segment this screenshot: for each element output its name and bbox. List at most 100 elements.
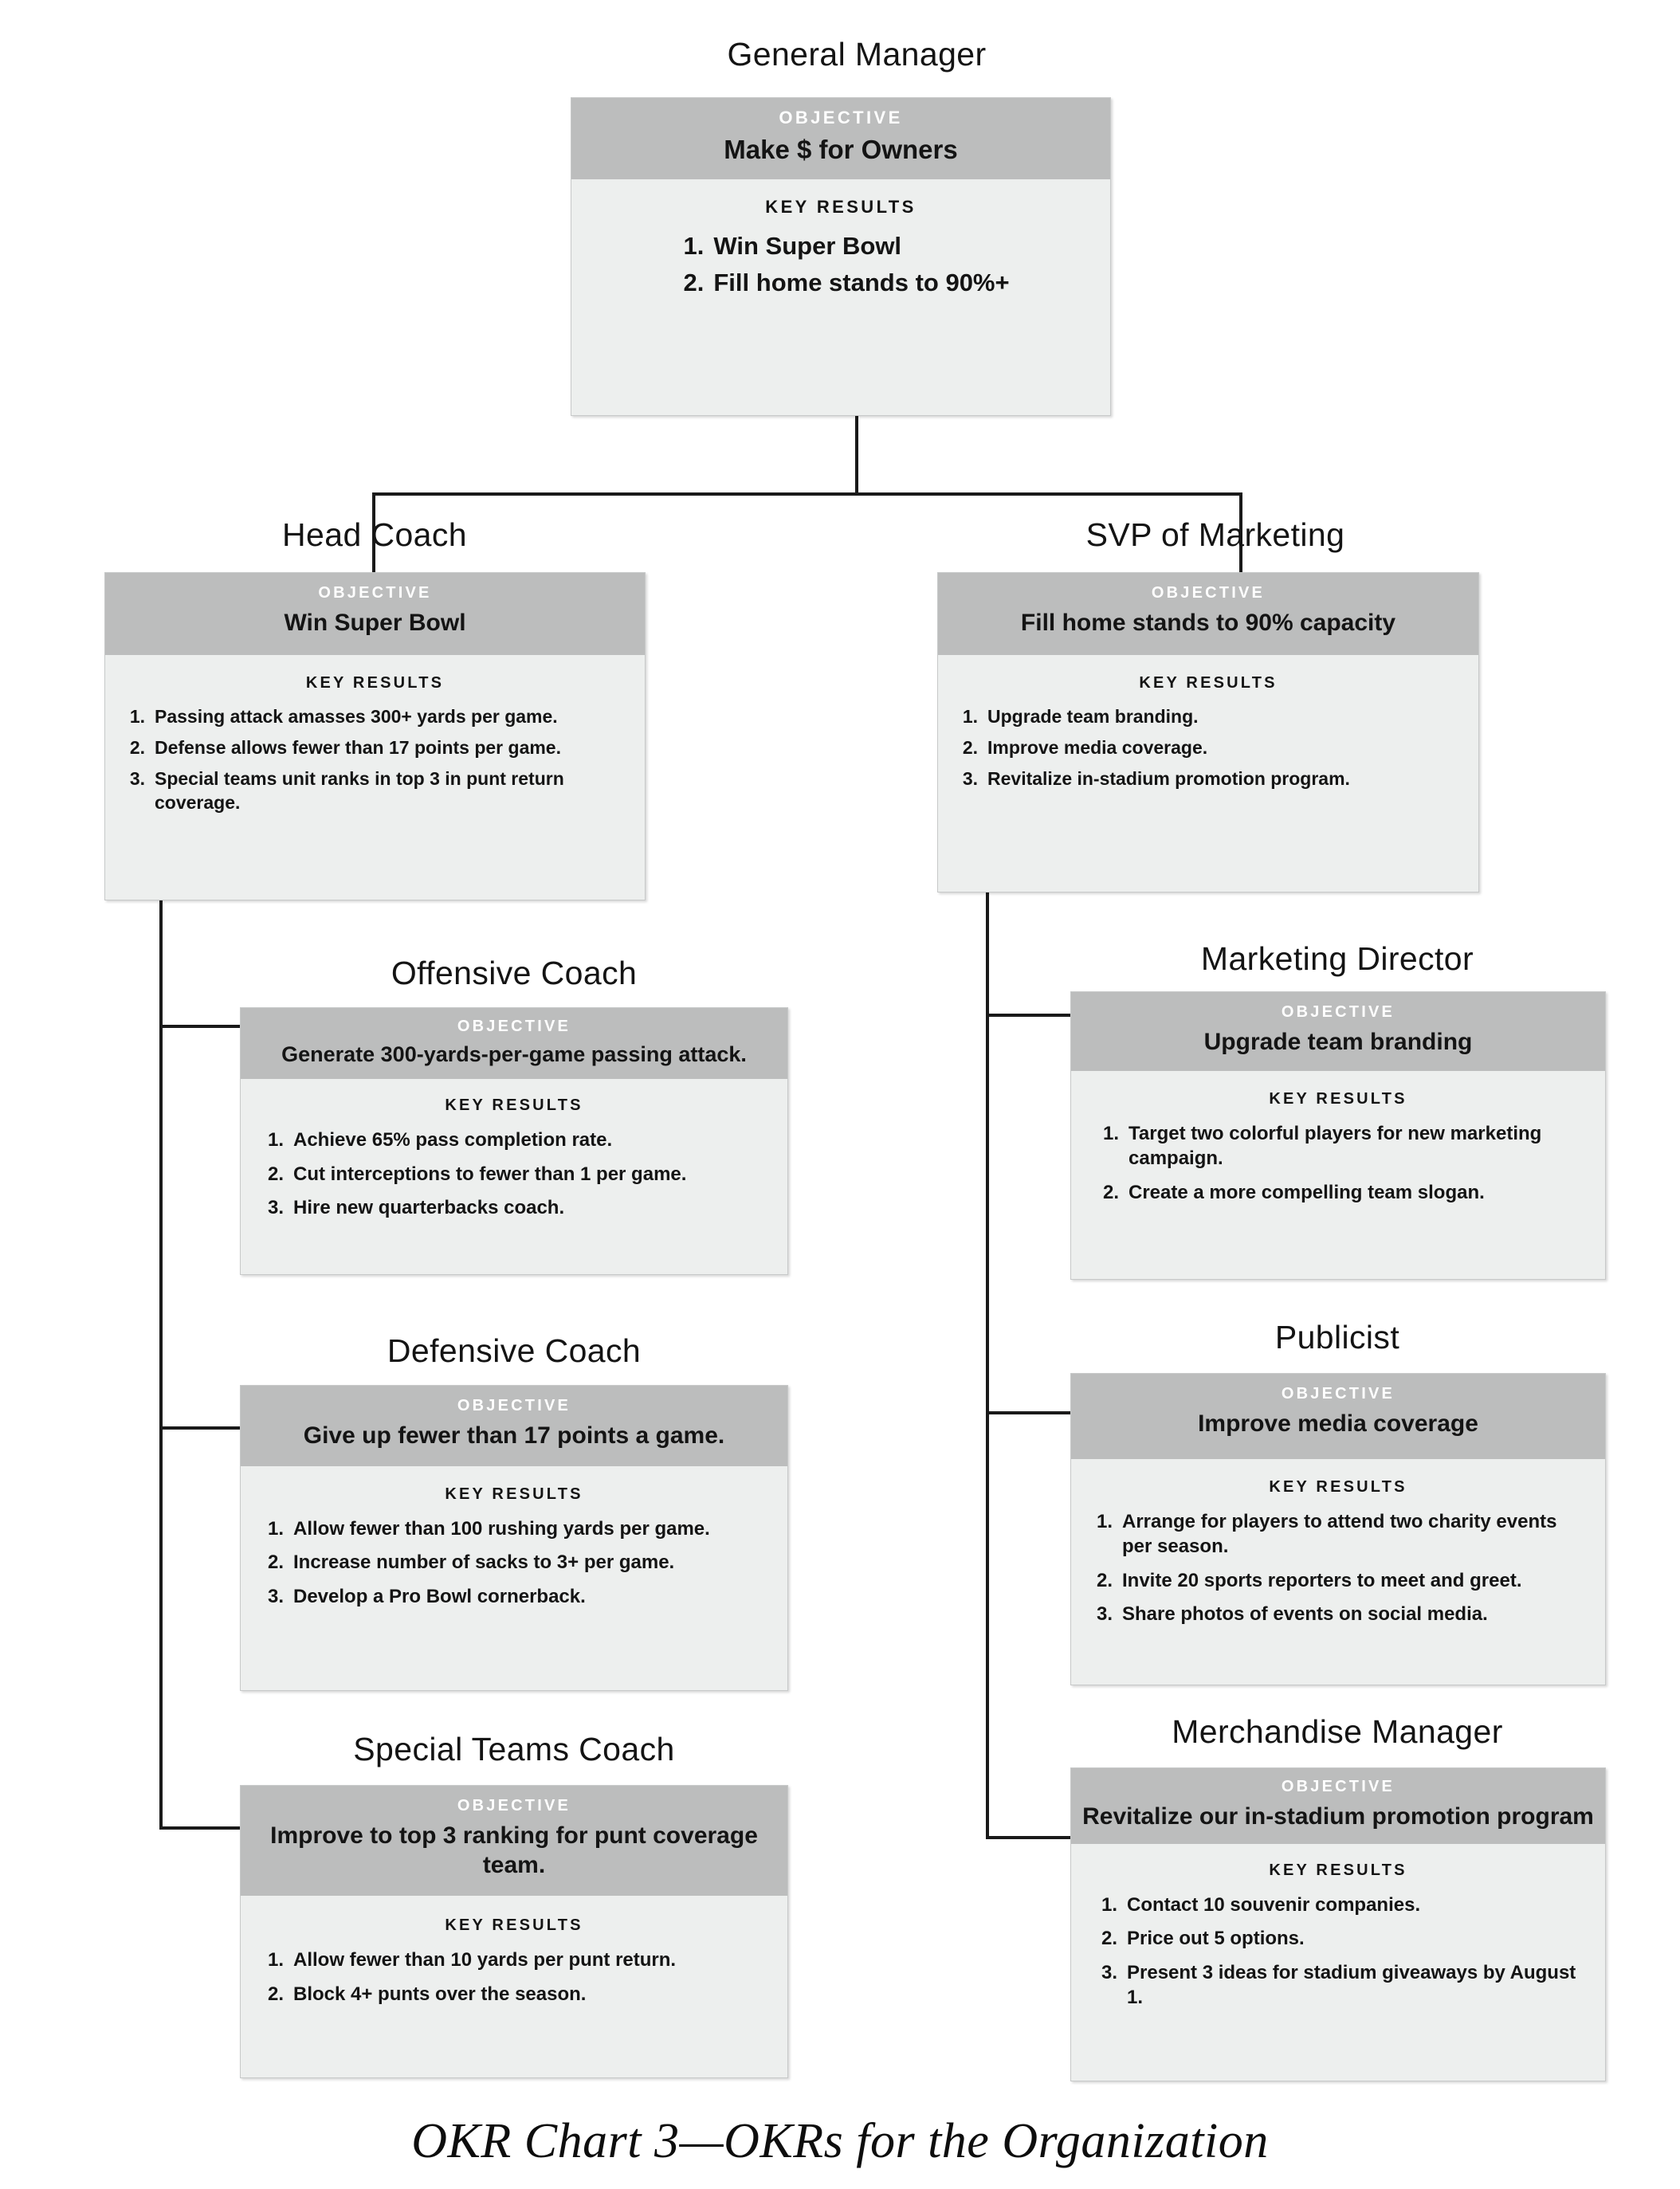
okr-card-publicist[interactable]: OBJECTIVE Improve media coverage KEY RES… — [1070, 1373, 1606, 1685]
connector-svp-to-merchandise-manager — [986, 1836, 1070, 1839]
key-results-band: KEY RESULTS 1.Contact 10 souvenir compan… — [1071, 1844, 1605, 2028]
key-results-list: 1.Win Super Bowl 2.Fill home stands to 9… — [672, 230, 1010, 304]
key-result-text: Allow fewer than 10 yards per punt retur… — [293, 1949, 677, 1971]
key-result-item: 1. Win Super Bowl — [672, 230, 1009, 262]
key-result-item: 2.Invite 20 sports reporters to meet and… — [1089, 1568, 1588, 1593]
connector-gm-bus — [372, 492, 1242, 496]
key-result-number: 3. — [129, 767, 145, 789]
key-result-item: 1.Allow fewer than 100 rushing yards per… — [260, 1516, 768, 1541]
key-result-number: 2. — [267, 1552, 284, 1574]
key-result-number: 1. — [129, 706, 145, 728]
connector-head-coach-to-offensive — [159, 1025, 241, 1028]
key-result-text: Arrange for players to attend two charit… — [1122, 1511, 1557, 1558]
key-result-text: Cut interceptions to fewer than 1 per ga… — [293, 1163, 687, 1185]
okr-card-defensive-coach[interactable]: OBJECTIVE Give up fewer than 17 points a… — [240, 1385, 788, 1691]
connector-head-coach-trunk — [159, 899, 163, 1830]
connector-gm-stem — [855, 414, 858, 494]
node-title-merchandise-manager: Merchandise Manager — [1172, 1713, 1503, 1750]
key-result-text: Special teams unit ranks in top 3 in pun… — [155, 767, 564, 813]
objective-text: Improve media coverage — [1198, 1410, 1478, 1437]
key-result-number: 2. — [962, 737, 978, 759]
key-result-number: 2. — [129, 737, 145, 759]
node-title-marketing-director: Marketing Director — [1200, 940, 1474, 977]
key-results-band: KEY RESULTS 1.Upgrade team branding. 2.I… — [938, 655, 1478, 808]
key-result-text: Passing attack amasses 300+ yards per ga… — [155, 706, 558, 728]
key-results-label: KEY RESULTS — [445, 1916, 583, 1935]
key-results-list: 1.Achieve 65% pass completion rate. 2.Cu… — [260, 1128, 768, 1220]
key-result-text: Achieve 65% pass completion rate. — [293, 1129, 613, 1151]
key-result-text: Share photos of events on social media. — [1122, 1603, 1488, 1625]
okr-card-head-coach[interactable]: OBJECTIVE Win Super Bowl KEY RESULTS 1. P… — [104, 572, 646, 900]
key-results-band: KEY RESULTS 1. Passing attack amasses 300… — [105, 655, 645, 832]
key-results-band: KEY RESULTS 1.Allow fewer than 100 rushi… — [241, 1466, 787, 1627]
objective-text: Upgrade team branding — [1203, 1029, 1473, 1055]
key-result-number: 1. — [1102, 1123, 1119, 1145]
okr-card-offensive-coach[interactable]: OBJECTIVE Generate 300-yards-per-game pa… — [240, 1007, 788, 1275]
key-result-text: Win Super Bowl — [713, 231, 902, 260]
objective-band: OBJECTIVE Revitalize our in-stadium prom… — [1071, 1768, 1605, 1845]
key-results-band: KEY RESULTS 1.Win Super Bowl 2.Fill home… — [571, 179, 1110, 316]
connector-svp-trunk — [986, 892, 989, 1839]
objective-label: OBJECTIVE — [779, 108, 903, 127]
okr-card-marketing-director[interactable]: OBJECTIVE Upgrade team branding KEY RESU… — [1070, 991, 1606, 1280]
key-result-number: 3. — [962, 767, 978, 789]
key-result-item: 1. Arrange for players to attend two char… — [1089, 1509, 1588, 1559]
objective-label: OBJECTIVE — [1281, 1003, 1395, 1021]
key-results-label: KEY RESULTS — [1269, 1090, 1407, 1108]
key-result-item: 1.Target two colorful players for new ma… — [1095, 1121, 1581, 1171]
objective-label: OBJECTIVE — [1151, 584, 1266, 602]
key-result-text: Allow fewer than 100 rushing yards per g… — [293, 1518, 710, 1540]
okr-card-svp-of-marketing[interactable]: OBJECTIVE Fill home stands to 90% capaci… — [937, 572, 1479, 892]
key-result-item: 3.Revitalize in-stadium promotion progra… — [956, 767, 1461, 791]
objective-text: Fill home stands to 90% capacity — [1020, 610, 1396, 636]
key-result-item: 1. Achieve 65% pass completion rate. — [260, 1128, 768, 1152]
key-result-text: Block 4+ punts over the season. — [293, 1983, 587, 2005]
key-result-item: 3. Special teams unit ranks in top 3 in p… — [123, 767, 627, 815]
key-result-text: Improve media coverage. — [987, 737, 1208, 759]
objective-band: OBJECTIVE Generate 300-yards-per-game pa… — [241, 1008, 787, 1080]
key-results-list: 1.Allow fewer than 100 rushing yards per… — [260, 1516, 768, 1609]
key-results-list: 1.Upgrade team branding. 2. Improve media… — [956, 705, 1461, 791]
key-result-number: 3. — [267, 1585, 284, 1607]
key-result-number: 1. — [267, 1129, 284, 1151]
okr-card-general-manager[interactable]: OBJECTIVE Make $ for Owners KEY RESULTS … — [571, 97, 1111, 416]
key-result-number: 1. — [1096, 1511, 1113, 1533]
objective-text: Make $ for Owners — [724, 135, 958, 164]
objective-text: Give up fewer than 17 points a game. — [303, 1422, 725, 1449]
key-results-label: KEY RESULTS — [1269, 1861, 1407, 1880]
key-result-number: 1. — [683, 231, 705, 260]
key-results-label: KEY RESULTS — [445, 1485, 583, 1504]
figure-caption: OKR Chart 3—OKRs for the Organization — [411, 2114, 1269, 2168]
key-results-list: 1.Contact 10 souvenir companies. 2.Price… — [1093, 1893, 1583, 2010]
objective-band: OBJECTIVE Improve to top 3 ranking for p… — [241, 1786, 787, 1897]
okr-card-merchandise-manager[interactable]: OBJECTIVE Revitalize our in-stadium prom… — [1070, 1767, 1606, 2081]
objective-label: OBJECTIVE — [1281, 1778, 1395, 1795]
key-result-item: 1. Allow fewer than 10 yards per punt ret… — [260, 1948, 768, 1972]
objective-band: OBJECTIVE Make $ for Owners — [571, 98, 1110, 179]
key-result-number: 3. — [267, 1196, 284, 1218]
key-result-number: 2. — [267, 1983, 284, 2005]
objective-label: OBJECTIVE — [457, 1397, 571, 1414]
key-result-item: 3.Share photos of events on social media… — [1089, 1602, 1588, 1626]
key-result-text: Defense allows fewer than 17 points per … — [155, 737, 561, 759]
objective-label: OBJECTIVE — [457, 1797, 571, 1814]
key-result-text: Invite 20 sports reporters to meet and g… — [1122, 1569, 1522, 1591]
key-result-text: Increase number of sacks to 3+ per game. — [293, 1552, 675, 1574]
node-title-defensive-coach: Defensive Coach — [387, 1332, 642, 1369]
key-result-text: Create a more compelling team slogan. — [1129, 1181, 1485, 1203]
key-results-label: KEY RESULTS — [1269, 1478, 1407, 1497]
key-results-band: KEY RESULTS 1. Allow fewer than 10 yards … — [241, 1896, 787, 2024]
key-results-label: KEY RESULTS — [765, 196, 917, 217]
key-results-list: 1. Arrange for players to attend two char… — [1089, 1509, 1588, 1626]
objective-band: OBJECTIVE Win Super Bowl — [105, 573, 645, 656]
key-result-number: 3. — [1101, 1961, 1117, 1983]
okr-card-special-teams-coach[interactable]: OBJECTIVE Improve to top 3 ranking for p… — [240, 1785, 788, 2078]
objective-text: Revitalize our in-stadium promotion prog… — [1082, 1803, 1594, 1830]
key-results-label: KEY RESULTS — [305, 674, 445, 692]
key-results-band: KEY RESULTS 1.Achieve 65% pass completio… — [241, 1079, 787, 1238]
node-title-publicist: Publicist — [1274, 1319, 1400, 1355]
key-results-band: KEY RESULTS 1.Target two colorful player… — [1071, 1071, 1605, 1223]
key-result-item: 1.Upgrade team branding. — [956, 705, 1461, 729]
key-result-number: 1. — [267, 1949, 284, 1971]
key-result-text: Fill home stands to 90%+ — [713, 269, 1010, 297]
